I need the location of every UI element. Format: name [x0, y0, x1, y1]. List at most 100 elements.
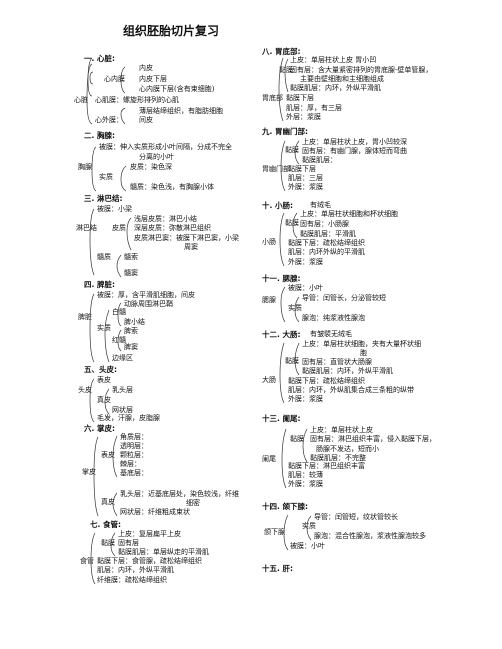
outline-text: 黏膜: [101, 539, 115, 547]
section-heading: 五、头皮:: [84, 365, 117, 374]
outline-text: 大肠: [262, 376, 276, 384]
outline-text: 淋巴结: [76, 224, 97, 232]
outline-text: 内皮下层: [139, 75, 167, 83]
outline-text: 固有层：含大量紧密排列的胃底腺-壁单管腺，: [290, 66, 433, 74]
outline-text: 黏膜下层：食管腺，疏松结缔组织: [97, 557, 202, 565]
outline-text: 上皮：单层柱状上皮 胃小凹: [290, 56, 377, 64]
outline-text: 头皮: [78, 386, 92, 394]
outline-text: 纤维膜：疏松结缔组织: [97, 576, 167, 584]
section-heading: 十三. 阑尾:: [262, 414, 301, 423]
outline-text: 黏膜肌层：平滑肌: [300, 230, 356, 238]
outline-text: 胞: [360, 349, 367, 357]
outline-text: 固有层：直管状大肠腺: [302, 358, 372, 366]
outline-text: 上皮：单层柱状上皮: [310, 426, 373, 434]
outline-text: 肌层：厚，有三层: [286, 104, 342, 112]
section-heading: 九. 胃幽门部:: [262, 127, 308, 136]
outline-text: 实质: [288, 304, 302, 312]
outline-text: 内皮: [139, 64, 153, 72]
outline-text: 网状层: [112, 406, 133, 414]
outline-text: 被膜：小叶: [288, 284, 323, 292]
outline-text: 黏膜肌层：: [302, 156, 337, 164]
outline-text: 黏膜下层：疏松结缔组织: [288, 239, 365, 247]
outline-text: 腮腺: [262, 296, 276, 304]
outline-text: 被膜：伸入实质形成小叶间隔，分成不完全: [99, 143, 232, 151]
section-heading: 六. 掌皮:: [84, 424, 115, 433]
outline-text: 边缘区: [112, 354, 133, 362]
outline-text: 颗粒层：: [120, 451, 148, 459]
outline-text: 胃底部: [262, 94, 283, 102]
section-heading: 三. 淋巴结:: [84, 194, 123, 203]
outline-text: 外膜：浆膜: [288, 395, 323, 403]
outline-text: 心肌膜：螺旋形排列的心肌: [95, 96, 179, 104]
section-heading: 二. 胸腺:: [84, 131, 115, 140]
outline-text: 棘层：: [120, 460, 141, 468]
outline-text: 皮质淋巴窦：被膜下淋巴窦，小梁: [134, 234, 239, 242]
outline-text: 固有层：小肠腺: [300, 220, 349, 228]
outline-text: 动脉周围淋巴鞘: [124, 300, 173, 308]
outline-text: 表皮: [101, 451, 115, 459]
outline-text: 实质: [302, 522, 316, 530]
outline-text: 黏膜下层: [288, 165, 316, 173]
section-heading: 八. 胃底部:: [262, 47, 301, 56]
outline-text: 黏膜: [285, 219, 299, 227]
outline-text: 实质: [97, 324, 111, 332]
outline-text: 外层：浆膜: [286, 113, 321, 121]
outline-text: 心内膜: [104, 75, 125, 83]
outline-text: 角质层：: [120, 433, 148, 441]
outline-text: 胸腺: [78, 163, 92, 171]
outline-text: 乳头层：近基底层处，染色较浅，纤维: [120, 490, 239, 498]
outline-text: 胃幽门部: [262, 165, 290, 173]
outline-text: 肌层：内环，外纵平滑肌: [97, 566, 174, 574]
outline-text: 有绒毛: [310, 201, 331, 209]
outline-text: 深层皮质：弥散淋巴组织: [134, 224, 211, 232]
outline-text: 分离的小叶: [139, 153, 174, 161]
outline-text: 黏膜: [285, 357, 299, 365]
section-heading: 一. 心脏:: [84, 54, 115, 63]
outline-text: 黏膜下层：淋巴组织丰富: [288, 462, 365, 470]
outline-text: 被膜：小叶: [290, 542, 325, 550]
outline-text: 肌层：较薄: [288, 471, 323, 479]
section-heading: 十二. 大肠:: [262, 330, 301, 339]
section-heading: 七. 食管:: [90, 520, 121, 529]
outline-text: 心脏: [74, 96, 88, 104]
outline-text: 黏膜肌层：内环，外纵平滑肌: [290, 84, 381, 92]
outline-text: 被膜：小梁: [97, 205, 132, 213]
section-heading: 十. 小肠:: [262, 201, 293, 210]
outline-text: 外膜：浆膜: [288, 258, 323, 266]
outline-text: 外膜：浆膜: [288, 480, 323, 488]
outline-text: 毛发，汗腺，皮脂腺: [97, 414, 160, 422]
outline-text: 肌层：内环，外纵肌集合成三条粗的纵带: [288, 386, 414, 394]
outline-text: 皮质: [112, 224, 126, 232]
outline-text: 白髓: [112, 308, 126, 316]
outline-text: 髓窦: [124, 269, 138, 277]
outline-text: 网状层：纤维粗成束状: [120, 508, 190, 516]
outline-text: 黏膜下层：疏松结缔组织: [288, 377, 365, 385]
page-title: 组织胚胎切片复习: [123, 24, 220, 38]
outline-text: 有皱襞无绒毛: [310, 330, 352, 338]
outline-text: 黏膜: [290, 435, 304, 443]
outline-text: 真皮: [101, 498, 115, 506]
outline-text: 黏膜肌层：不完整: [310, 454, 366, 462]
outline-text: 髓质: [97, 253, 111, 261]
section-heading: 十五. 肝:: [262, 564, 293, 573]
outline-text: 上皮：单层柱状上皮，胃小凹较深: [302, 138, 407, 146]
outline-text: 掌皮: [82, 468, 96, 476]
outline-text: 髓质：染色浅，有胸腺小体: [130, 183, 214, 191]
section-heading: 十一. 腮腺:: [262, 274, 301, 283]
outline-text: 乳头层: [112, 386, 133, 394]
outline-text: 间皮: [139, 116, 153, 124]
outline-text: 真皮: [97, 396, 111, 404]
outline-text: 皮质：染色深: [130, 163, 172, 171]
outline-text: 实质: [99, 173, 113, 181]
outline-text: 肠腺不发达，短而小: [316, 445, 379, 453]
outline-text: 脾脏: [78, 313, 92, 321]
outline-text: 周窦: [184, 243, 198, 251]
outline-text: 主要由壁细胞和主细胞组成: [300, 75, 384, 83]
outline-text: 薄层结缔组织，有脂肪细胞: [139, 107, 223, 115]
outline-text: 外膜：浆膜: [288, 183, 323, 191]
outline-text: 小肠: [262, 238, 276, 246]
section-heading: 十四. 颌下腺:: [262, 502, 308, 511]
outline-text: 脾小结: [124, 318, 145, 326]
outline-text: 表皮: [97, 376, 111, 384]
outline-text: 固有层: [118, 539, 139, 547]
